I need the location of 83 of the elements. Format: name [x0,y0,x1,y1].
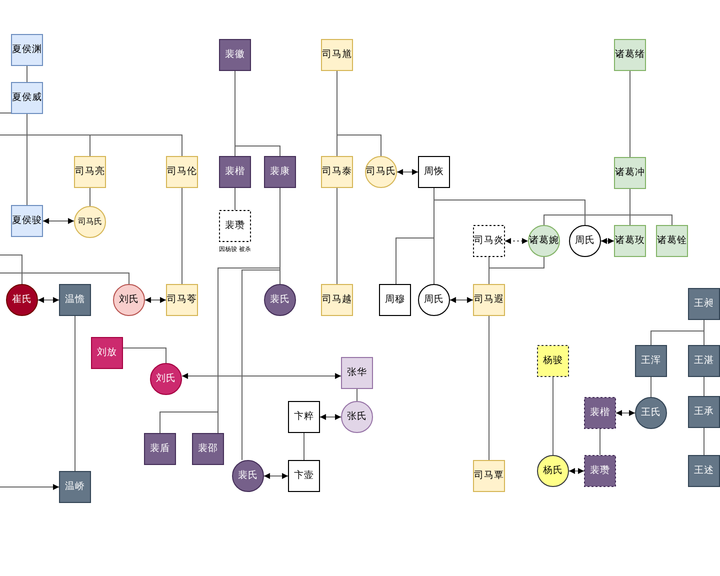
arrow [182,373,342,379]
person-circle: 杨氏 [537,455,569,487]
connector-line [434,188,586,226]
person-box: 王浑 [635,345,667,377]
connector-line [336,70,382,156]
connector-line [650,376,652,398]
person-box: 诸葛玫 [614,225,646,257]
person-box: 王述 [688,455,720,487]
person-box: 裴康 [264,156,296,188]
person-box: 夏侯骏 [11,205,43,237]
arrow [264,473,288,479]
arrow [450,297,474,303]
person-box: 王昶 [688,288,720,320]
person-box: 裴瓒 [584,455,616,487]
person-circle: 刘氏 [150,363,182,395]
person-circle: 诸葛婉 [528,225,560,257]
person-box: 裴楷 [219,156,251,188]
connector-line [122,348,166,364]
arrow [38,297,60,303]
connector-line [0,272,130,284]
arrow [504,238,528,244]
connector-line [234,70,280,156]
person-box: 司马覃 [473,460,505,492]
person-box: 周恢 [418,156,450,188]
person-circle: 周氏 [569,225,601,257]
person-box: 司马亮 [74,156,106,188]
connector-line [74,316,76,472]
person-box: 司马越 [321,284,353,316]
person-box: 杨骏 [537,345,569,377]
person-box: 温憺 [59,284,91,316]
connector-line [0,112,12,114]
connector-line [234,188,236,210]
person-circle: 崔氏 [6,284,38,316]
connector-line [356,388,358,402]
person-circle: 裴氏 [232,460,264,492]
person-circle: 刘氏 [113,284,145,316]
connector-line [630,188,672,226]
person-box: 诸葛冲 [614,157,646,189]
person-box: 裴盾 [144,433,176,465]
arrow [144,297,166,303]
person-circle: 司马氏 [365,156,397,188]
person-box: 夏侯威 [11,82,43,114]
connector-line [552,376,554,456]
connector-line [336,188,338,284]
person-box: 裴楷 [584,397,616,429]
person-box: 温峤 [59,471,91,503]
person-box: 诸葛铨 [656,225,688,257]
person-box: 裴邵 [192,433,224,465]
person-box: 司马伦 [166,156,198,188]
person-circle: 司马氏 [74,206,106,238]
person-box: 司马遐 [473,284,505,316]
arrow [568,468,584,474]
person-box: 司马炎 [473,225,505,257]
person-box: 周穆 [379,284,411,316]
arrow [616,410,636,416]
person-circle: 周氏 [418,284,450,316]
person-box: 卞壸 [288,460,320,492]
person-box: 司马泰 [321,156,353,188]
arrow [42,218,74,224]
person-circle: 裴氏 [264,284,296,316]
connector-line [0,254,22,284]
person-box: 裴徽 [219,39,251,71]
connector-line [26,114,28,206]
connector-line [0,134,182,156]
person-box: 刘放 [91,337,123,369]
person-box: 王湛 [688,345,720,377]
person-box: 王承 [688,396,720,428]
person-box: 司马馗 [321,39,353,71]
arrow [396,169,418,175]
person-circle: 王氏 [635,397,667,429]
person-box: 司马荂 [166,284,198,316]
person-box: 诸葛绪 [614,39,646,71]
arrow [0,484,60,490]
person-box: 张华 [341,357,373,389]
person-circle: 张氏 [341,401,373,433]
connector-line [26,66,28,82]
connector-line [488,316,490,460]
person-box: 夏侯渊 [11,34,43,66]
arrow [600,238,614,244]
connector-line [488,256,544,284]
person-box: 卞粹 [288,401,320,433]
arrow [320,414,342,420]
person-box: 裴瓒 [219,210,251,242]
